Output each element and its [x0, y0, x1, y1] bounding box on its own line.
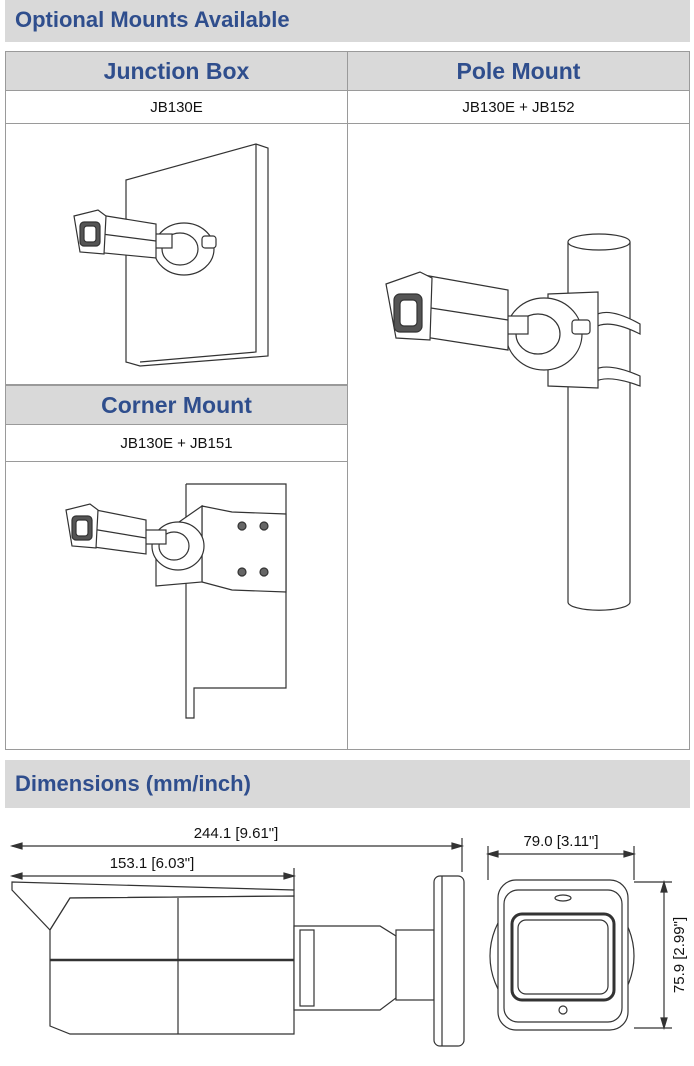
junction-box-image-cell: [5, 123, 348, 385]
front-view-drawing: 79.0 [3.11"] 75.9 [2.99"]: [485, 833, 688, 1031]
corner-mount-illustration: [65, 483, 287, 719]
junction-box-model: JB130E: [5, 90, 348, 124]
corner-mount-header: Corner Mount: [5, 385, 348, 425]
junction-box-illustration: [73, 143, 269, 367]
corner-mount-image-cell: [5, 461, 348, 750]
mounts-section-title-bar: Optional Mounts Available: [5, 0, 690, 42]
dimensions-section-title-bar: Dimensions (mm/inch): [5, 760, 690, 808]
body-length-label: 153.1 [6.03"]: [110, 855, 195, 872]
pole-mount-image-cell: [347, 123, 690, 750]
side-view-drawing: 244.1 [9.61"] 153.1 [6.03"]: [9, 825, 465, 1047]
corner-mount-model: JB130E + JB151: [5, 424, 348, 462]
front-height-label: 75.9 [2.99"]: [671, 917, 688, 993]
junction-box-title: Junction Box: [103, 57, 250, 84]
mounts-section-title: Optional Mounts Available: [15, 7, 290, 32]
total-length-label: 244.1 [9.61"]: [194, 825, 279, 842]
pole-mount-illustration: [385, 233, 641, 611]
pole-mount-title: Pole Mount: [456, 57, 581, 84]
corner-mount-title: Corner Mount: [101, 391, 252, 418]
front-width-label: 79.0 [3.11"]: [523, 833, 598, 850]
pole-mount-header: Pole Mount: [347, 51, 690, 91]
pole-mount-model: JB130E + JB152: [347, 90, 690, 124]
dimensions-section-title: Dimensions (mm/inch): [15, 771, 251, 796]
junction-box-header: Junction Box: [5, 51, 348, 91]
